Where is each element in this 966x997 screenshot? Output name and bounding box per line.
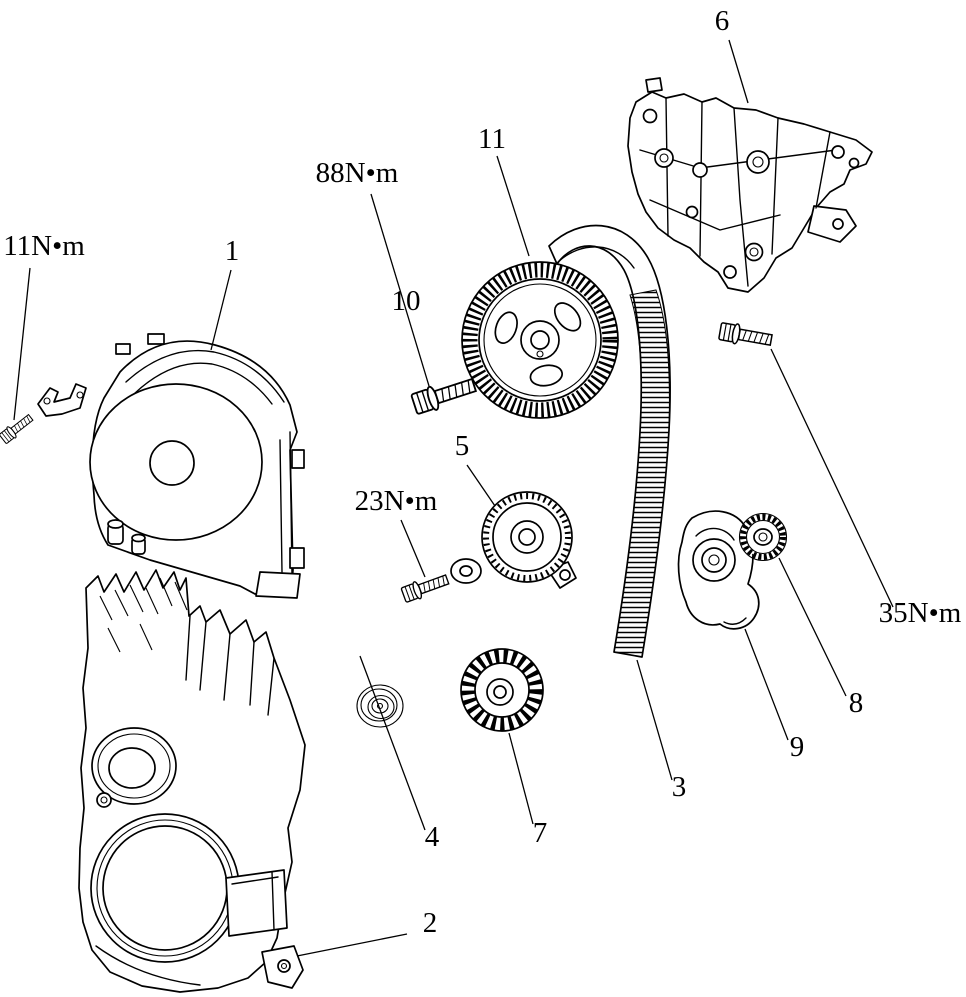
label-part-4: 4 — [425, 821, 440, 853]
part-11-camshaft-sprocket — [461, 261, 619, 419]
leader-part-9 — [744, 628, 789, 741]
part-8-seal-grommet — [738, 512, 788, 562]
label-torque-35: 35N•m — [879, 597, 962, 629]
leader-part-5 — [466, 464, 496, 507]
part-9-belt-guide — [677, 510, 760, 630]
sprocket-teeth — [462, 262, 618, 418]
bolt-35nm — [717, 320, 774, 351]
leader-lines — [13, 39, 894, 957]
part-3-timing-belt — [548, 224, 671, 658]
label-part-5: 5 — [455, 430, 470, 462]
leader-part-1 — [210, 269, 232, 351]
label-torque-23: 23N•m — [355, 485, 438, 517]
label-part-3: 3 — [672, 771, 687, 803]
part-4-tensioner-spring — [356, 684, 404, 728]
leader-torque-35 — [770, 348, 894, 608]
label-part-7: 7 — [533, 817, 548, 849]
label-torque-88: 88N•m — [316, 157, 399, 189]
leader-part-2 — [296, 933, 408, 957]
part-2-lower-timing-cover — [78, 569, 306, 993]
part-6-engine-bracket — [627, 77, 873, 293]
leader-torque-11 — [13, 267, 31, 421]
leader-part-11 — [496, 155, 530, 257]
labels: 6 11 88N•m 10 1 11N•m 23N•m 5 35N•m 8 9 … — [3, 5, 962, 939]
label-part-1: 1 — [225, 235, 240, 267]
cut-edge-hatching — [99, 577, 188, 653]
part-5-tensioner-pulley — [450, 491, 577, 589]
leader-part-6 — [728, 39, 749, 104]
label-torque-11: 11N•m — [3, 230, 85, 262]
part-1-upper-timing-cover — [89, 333, 305, 599]
stay-bracket — [37, 383, 87, 417]
leader-torque-23 — [400, 519, 426, 578]
label-part-10: 10 — [392, 285, 421, 317]
label-part-11: 11 — [478, 123, 506, 155]
leader-part-3 — [636, 659, 673, 781]
leader-part-8 — [778, 557, 847, 697]
label-part-8: 8 — [849, 687, 864, 719]
crank-sprocket-teeth — [461, 649, 543, 731]
bolt-10-88nm — [409, 372, 479, 417]
label-part-2: 2 — [423, 907, 438, 939]
bolt-11nm — [0, 411, 36, 446]
leader-part-7 — [508, 732, 534, 825]
label-part-9: 9 — [790, 731, 805, 763]
leader-part-4 — [359, 655, 426, 831]
bracket-hole — [642, 108, 658, 124]
bolt-23nm — [399, 570, 451, 605]
part-7-crankshaft-sprocket — [460, 648, 544, 732]
leader-torque-88 — [370, 193, 430, 387]
label-part-6: 6 — [715, 5, 730, 37]
belt-teeth — [613, 289, 670, 658]
pulley-knurl — [483, 493, 571, 581]
